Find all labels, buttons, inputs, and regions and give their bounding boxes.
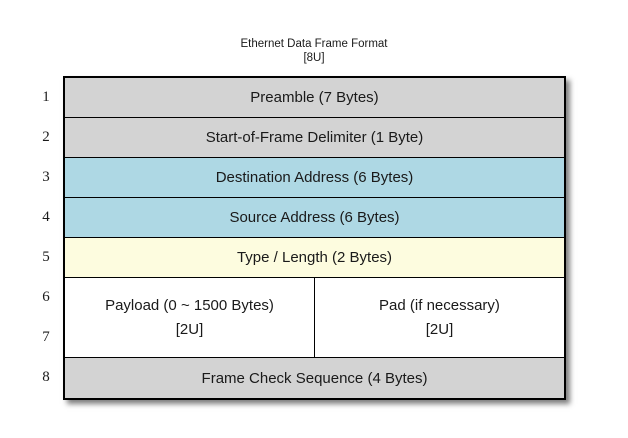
table-row-type-length: Type / Length (2 Bytes) — [65, 238, 564, 278]
row-label-fcs: Frame Check Sequence (4 Bytes) — [201, 369, 428, 387]
row-number-7: 7 — [42, 329, 50, 345]
table-row-destination-address: Destination Address (6 Bytes) — [65, 158, 564, 198]
payload-cell: Payload (0 ~ 1500 Bytes) [2U] — [65, 278, 315, 357]
table-row-source-address: Source Address (6 Bytes) — [65, 198, 564, 238]
row-number-6: 6 — [42, 289, 50, 305]
row-label-type-length: Type / Length (2 Bytes) — [236, 249, 393, 266]
row-label-sfd: Start-of-Frame Delimiter (1 Byte) — [205, 129, 424, 146]
payload-units-label: [2U] — [175, 321, 204, 338]
frame-table: Preamble (7 Bytes) Start-of-Frame Delimi… — [63, 76, 566, 400]
payload-label: Payload (0 ~ 1500 Bytes) — [105, 297, 274, 314]
row-label-source-address: Source Address (6 Bytes) — [229, 209, 400, 226]
row-number-3: 3 — [42, 169, 50, 185]
table-row-fcs: Frame Check Sequence (4 Bytes) — [65, 358, 564, 398]
diagram-title: Ethernet Data Frame Format [8U] — [0, 37, 628, 65]
row-number-1: 1 — [42, 89, 50, 105]
table-row-sfd: Start-of-Frame Delimiter (1 Byte) — [65, 118, 564, 158]
row-number-5: 5 — [42, 249, 50, 265]
pad-units-label: [2U] — [425, 321, 454, 338]
pad-label: Pad (if necessary) — [379, 297, 500, 314]
row-number-4: 4 — [42, 209, 50, 225]
table-row-payload-pad: Payload (0 ~ 1500 Bytes) [2U] Pad (if ne… — [65, 278, 564, 358]
diagram-title-line2: [8U] — [303, 52, 325, 64]
row-label-destination-address: Destination Address (6 Bytes) — [215, 169, 414, 186]
row-label-preamble: Preamble (7 Bytes) — [250, 89, 379, 106]
diagram-title-line1: Ethernet Data Frame Format — [240, 38, 388, 50]
row-number-2: 2 — [42, 129, 50, 145]
row-number-8: 8 — [42, 369, 50, 385]
pad-cell: Pad (if necessary) [2U] — [315, 278, 564, 357]
table-row-preamble: Preamble (7 Bytes) — [65, 78, 564, 118]
